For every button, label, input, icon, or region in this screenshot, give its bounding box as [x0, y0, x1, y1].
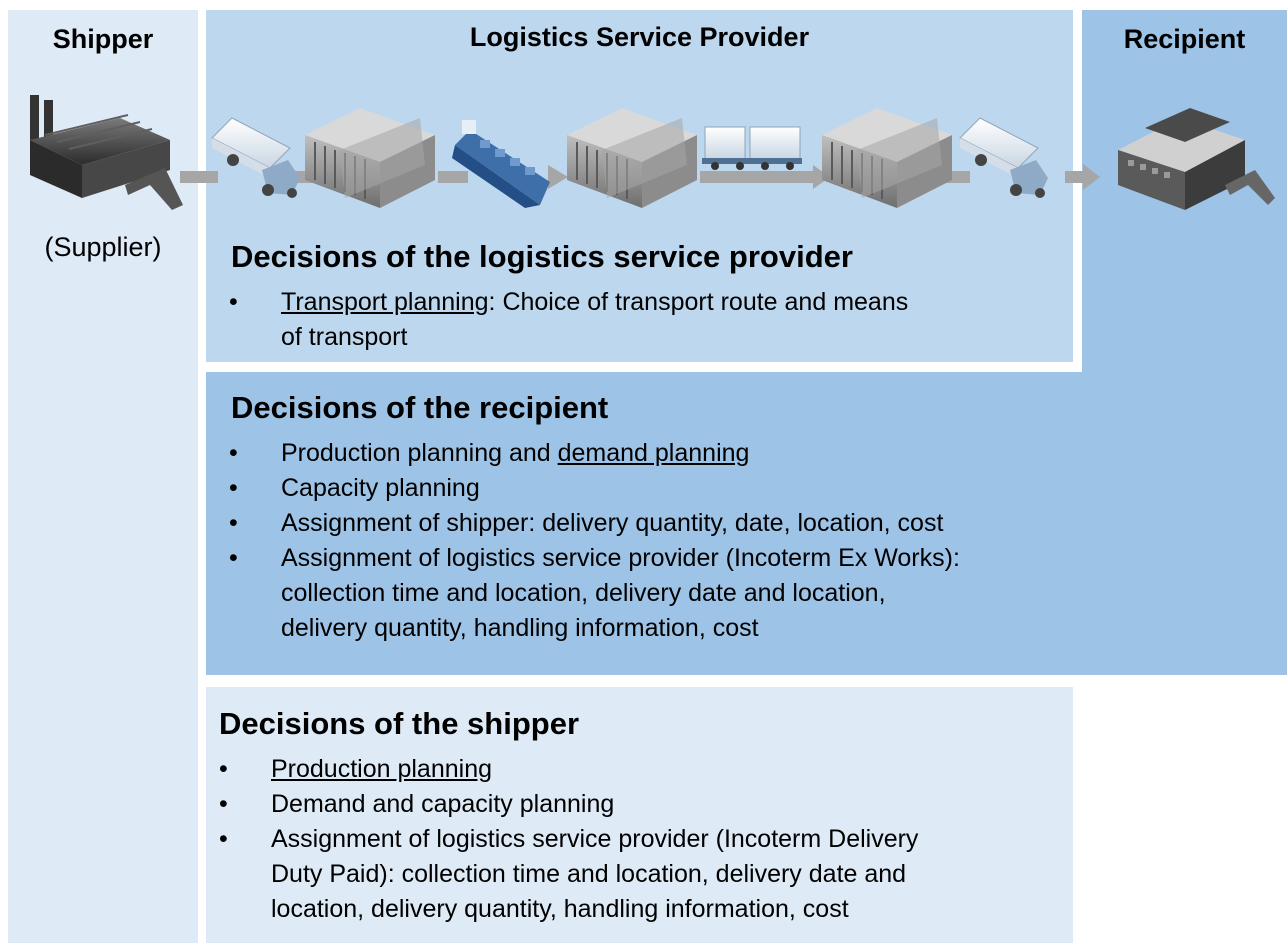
underlined-term: demand planning [557, 439, 750, 467]
shipper-title: Shipper [52, 24, 154, 54]
underlined-term: Transport planning [281, 288, 489, 316]
supplier-subtitle: (Supplier) [44, 232, 162, 262]
shipper-decisions-list: Production planning Demand and capacity … [219, 752, 1069, 927]
underlined-term: Production planning [271, 755, 492, 783]
list-item: Capacity planning [229, 471, 1279, 506]
shipper-decisions-heading: Decisions of the shipper [219, 706, 580, 741]
list-item: Assignment of logistics service provider… [219, 822, 1069, 927]
logistics-provider-title: Logistics Service Provider [469, 22, 810, 52]
list-item: Transport planning: Choice of transport … [229, 285, 1069, 355]
lsp-decisions-list: Transport planning: Choice of transport … [229, 285, 1069, 355]
list-item: Assignment of logistics service provider… [229, 541, 1279, 646]
list-item: Production planning and demand planning [229, 436, 1279, 471]
list-item: Assignment of shipper: delivery quantity… [229, 506, 1279, 541]
recipient-title: Recipient [1123, 24, 1246, 54]
recipient-column [1082, 10, 1287, 378]
shipper-column [8, 10, 198, 943]
lsp-decisions-heading: Decisions of the logistics service provi… [231, 239, 853, 274]
list-item: Production planning [219, 752, 1069, 787]
recipient-decisions-heading: Decisions of the recipient [231, 390, 609, 425]
recipient-decisions-list: Production planning and demand planning … [229, 436, 1279, 646]
list-item: Demand and capacity planning [219, 787, 1069, 822]
